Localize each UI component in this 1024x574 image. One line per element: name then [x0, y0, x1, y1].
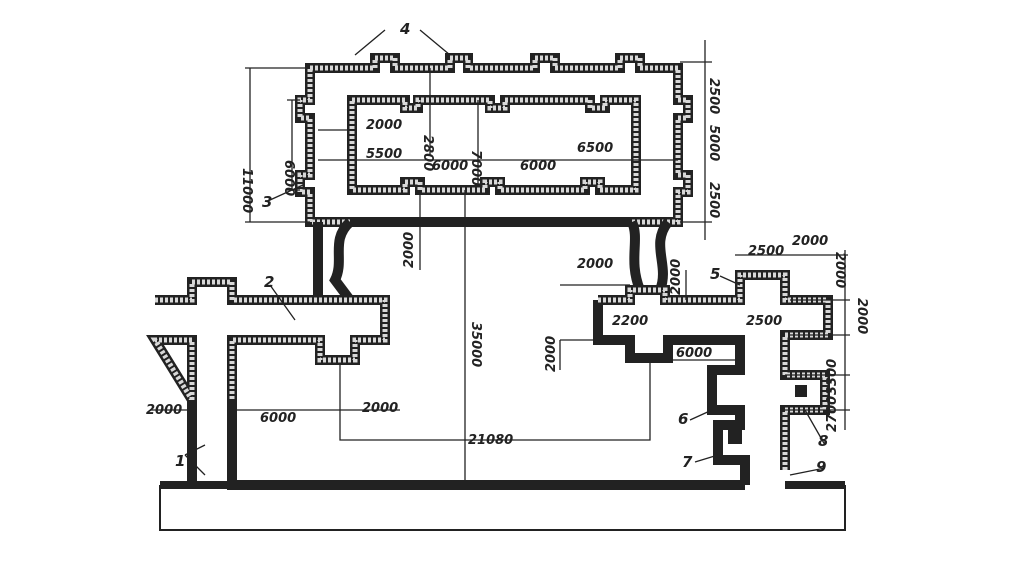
dim-6000-b: 6000 — [520, 159, 556, 174]
dim-2000-right-cross: 2000 — [577, 257, 613, 272]
dim-2000-top: 2000 — [792, 234, 828, 249]
stove-8 — [795, 385, 807, 397]
right-cross-wall — [593, 270, 833, 485]
callout-4: 4 — [399, 20, 410, 38]
dim-2500-top-right: 2500 — [706, 78, 721, 114]
dim-6000-right: 6000 — [676, 346, 712, 361]
dim-21080: 21080 — [468, 433, 513, 448]
dim-2000-v1: 2000 — [832, 252, 847, 288]
dimension-lines — [150, 29, 850, 480]
dim-7000: 7000 — [468, 150, 483, 186]
dim-11000: 11000 — [239, 168, 254, 213]
road-outline — [159, 485, 846, 531]
callout-labels: 4 3 2 1 5 6 7 8 9 — [175, 20, 828, 476]
dimension-labels: 2500 11000 6000 2000 2800 7000 5500 6000… — [146, 78, 869, 448]
upper-building-outer-wall — [295, 53, 693, 227]
dim-2000-v2: 2000 — [854, 298, 869, 334]
dim-6000-a: 6000 — [432, 159, 468, 174]
callout-7: 7 — [682, 453, 693, 471]
callout-3: 3 — [262, 193, 272, 211]
dim-6500: 6500 — [577, 141, 613, 156]
dim-3300: 3300 — [825, 359, 840, 395]
dim-5500: 5500 — [366, 147, 402, 162]
dim-2000-right-cross-v: 2000 — [669, 259, 684, 295]
dim-35000: 35000 — [468, 322, 483, 367]
callout-1: 1 — [175, 452, 185, 470]
dim-6000-left: 6000 — [281, 160, 296, 196]
dim-2000-right-left: 2000 — [544, 336, 559, 372]
callout-2: 2 — [264, 273, 274, 291]
dim-2000-left: 2000 — [146, 403, 182, 418]
dim-2500-mid: 2500 — [746, 314, 782, 329]
left-connector-wall — [313, 218, 354, 303]
dim-2000-left-b: 2000 — [362, 401, 398, 416]
dim-2500-right-low: 2500 — [706, 182, 721, 218]
stove-7 — [728, 430, 742, 444]
dim-2800: 2800 — [420, 135, 435, 171]
walls — [146, 53, 846, 531]
dim-5000: 5000 — [706, 125, 721, 161]
dim-2000-below: 2000 — [402, 232, 417, 268]
dim-6000-left-b: 6000 — [260, 411, 296, 426]
callout-9: 9 — [816, 458, 826, 476]
right-connector-wall — [627, 218, 673, 292]
callout-6: 6 — [678, 410, 688, 428]
callout-8: 8 — [818, 432, 828, 450]
callout-5: 5 — [710, 265, 720, 283]
dim-2200: 2200 — [612, 314, 648, 329]
dim-2700: 2700 — [825, 396, 840, 432]
dim-2000-inner: 2000 — [366, 118, 402, 133]
dim-2500-top: 2500 — [748, 244, 784, 259]
